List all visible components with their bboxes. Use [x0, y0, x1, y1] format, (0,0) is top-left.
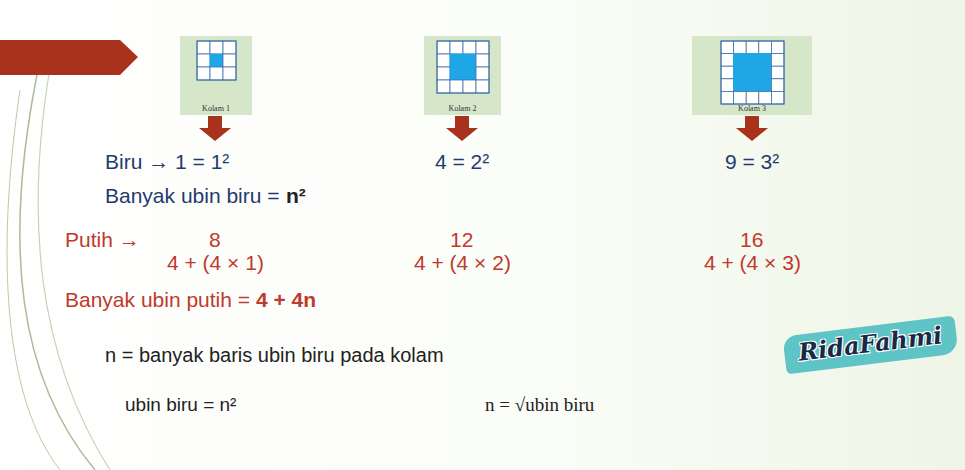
pool-caption: Kolam 1: [180, 104, 252, 113]
white-tile: [476, 67, 489, 80]
white-tile: [197, 67, 210, 80]
blue-tile: [734, 66, 747, 79]
author-badge: RidaFahmi: [782, 316, 958, 375]
pool-grid: [196, 40, 237, 81]
blue-tile: [450, 54, 463, 67]
blue-tile: [463, 54, 476, 67]
white-tile: [210, 41, 223, 54]
white-tile: [721, 66, 734, 79]
white-tile: [450, 41, 463, 54]
white-tile: [197, 41, 210, 54]
slide-text: 16: [740, 228, 763, 252]
white-tile: [463, 80, 476, 93]
blue-tile: [759, 79, 772, 92]
slide-text: n²: [286, 184, 306, 208]
slide-text: Banyak ubin biru =: [105, 184, 280, 208]
slide-text: ubin biru = n²: [125, 393, 236, 417]
white-tile: [476, 80, 489, 93]
white-tile: [437, 80, 450, 93]
banner-arrow: [0, 40, 138, 75]
slide-text: 9 = 3²: [725, 150, 779, 174]
white-tile: [721, 41, 734, 54]
white-tile: [437, 41, 450, 54]
decor-curve: [38, 40, 110, 470]
white-tile: [721, 79, 734, 92]
slide-text: 4 = 2²: [435, 150, 489, 174]
white-tile: [746, 91, 759, 104]
white-tile: [746, 41, 759, 54]
pool-picture: Kolam 3: [692, 36, 812, 115]
slide-text: 4 + (4 × 1): [167, 251, 264, 275]
white-tile: [197, 54, 210, 67]
slide-text: Biru → 1 = 1²: [105, 150, 229, 174]
blue-tile: [210, 54, 223, 67]
white-tile: [771, 54, 784, 67]
blue-tile: [759, 66, 772, 79]
white-tile: [771, 41, 784, 54]
author-name: RidaFahmi: [796, 321, 943, 366]
slide-text: 4 + (4 × 3): [704, 251, 801, 275]
slide-text: n = √ubin biru: [485, 393, 594, 417]
white-tile: [759, 91, 772, 104]
white-tile: [450, 80, 463, 93]
white-tile: [223, 41, 236, 54]
pool-caption: Kolam 2: [424, 104, 501, 113]
white-tile: [771, 91, 784, 104]
blue-tile: [734, 79, 747, 92]
pool-grid: [436, 40, 490, 94]
white-tile: [437, 67, 450, 80]
decor-curve: [20, 60, 95, 470]
white-tile: [759, 41, 772, 54]
white-tile: [223, 54, 236, 67]
white-tile: [476, 54, 489, 67]
pool-grid: [720, 40, 785, 105]
pool-caption: Kolam 3: [692, 104, 812, 113]
slide-text: n = banyak baris ubin biru pada kolam: [105, 343, 444, 367]
slide-text: 4 + (4 × 2): [414, 251, 511, 275]
white-tile: [223, 67, 236, 80]
pool-edge: [437, 41, 489, 93]
white-tile: [721, 54, 734, 67]
pool-picture: Kolam 2: [424, 36, 501, 115]
pool-edge: [721, 41, 784, 104]
pool-picture: Kolam 1: [180, 36, 252, 115]
pool-edge: [197, 41, 236, 80]
white-tile: [771, 79, 784, 92]
white-tile: [771, 66, 784, 79]
blue-tile: [734, 54, 747, 67]
slide-text: 4 + 4n: [256, 288, 316, 312]
white-tile: [463, 41, 476, 54]
white-tile: [437, 54, 450, 67]
down-arrow: [446, 116, 478, 141]
down-arrow: [199, 116, 231, 141]
blue-tile: [759, 54, 772, 67]
white-tile: [210, 67, 223, 80]
white-tile: [476, 41, 489, 54]
blue-tile: [463, 67, 476, 80]
down-arrow: [736, 116, 768, 141]
slide-text: 8: [209, 228, 221, 252]
blue-tile: [450, 67, 463, 80]
decor-curve: [7, 90, 60, 470]
blue-tile: [746, 54, 759, 67]
blue-tile: [746, 79, 759, 92]
slide-text: 12: [450, 228, 473, 252]
white-tile: [734, 91, 747, 104]
white-tile: [721, 91, 734, 104]
slide-text: Banyak ubin putih =: [65, 288, 250, 312]
white-tile: [734, 41, 747, 54]
blue-tile: [746, 66, 759, 79]
slide-text: Putih →: [65, 228, 140, 252]
